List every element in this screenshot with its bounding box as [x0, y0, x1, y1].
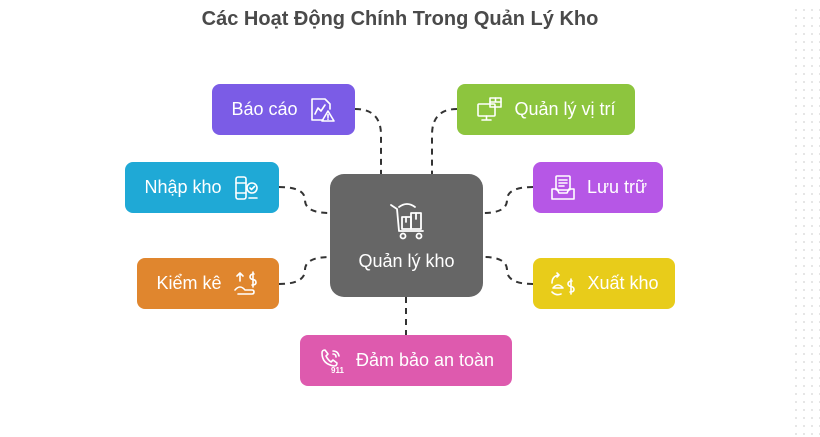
- connector-luu-tru: [482, 186, 534, 214]
- node-kiem-ke: Kiểm kê: [137, 258, 279, 309]
- node-xuat-kho: Xuất kho: [533, 258, 675, 309]
- node-luu-tru-label: Lưu trữ: [586, 177, 648, 197]
- node-bao-cao: Báo cáo: [212, 84, 355, 135]
- node-nhap-kho: Nhập kho: [125, 162, 279, 213]
- connector-bao-cao: [354, 108, 382, 174]
- node-bao-cao-label: Báo cáo: [231, 99, 298, 119]
- monitor-box-icon: [476, 96, 504, 124]
- connector-xuat-kho: [482, 256, 534, 285]
- report-chart-warning-icon: [308, 96, 336, 124]
- center-node-label: Quản lý kho: [358, 251, 455, 271]
- archive-tray-icon: [549, 174, 577, 202]
- dot-grid-decoration: [792, 6, 820, 437]
- svg-text:911: 911: [331, 366, 344, 375]
- diagram-title: Các Hoạt Động Chính Trong Quản Lý Kho: [201, 8, 599, 30]
- center-node-quan-ly-kho: Quản lý kho: [330, 174, 483, 297]
- node-quan-ly-vi-tri-label: Quản lý vị trí: [514, 99, 616, 119]
- node-dam-bao-an-toan-label: Đảm bảo an toàn: [355, 350, 495, 370]
- dispatch-cost-icon: [549, 270, 577, 298]
- node-quan-ly-vi-tri: Quản lý vị trí: [457, 84, 635, 135]
- receive-goods-icon: [232, 174, 260, 202]
- node-dam-bao-an-toan: 911 Đảm bảo an toàn: [300, 335, 512, 386]
- connector-nhap-kho: [278, 186, 331, 214]
- warehouse-cart-icon: [385, 199, 429, 243]
- node-kiem-ke-label: Kiểm kê: [156, 273, 222, 293]
- node-nhap-kho-label: Nhập kho: [144, 177, 222, 197]
- node-luu-tru: Lưu trữ: [533, 162, 663, 213]
- connector-kiem-ke: [278, 256, 331, 285]
- connector-quan-ly-vi-tri: [431, 108, 458, 174]
- inventory-money-icon: [232, 270, 260, 298]
- node-xuat-kho-label: Xuất kho: [587, 273, 659, 293]
- emergency-911-icon: 911: [318, 347, 346, 375]
